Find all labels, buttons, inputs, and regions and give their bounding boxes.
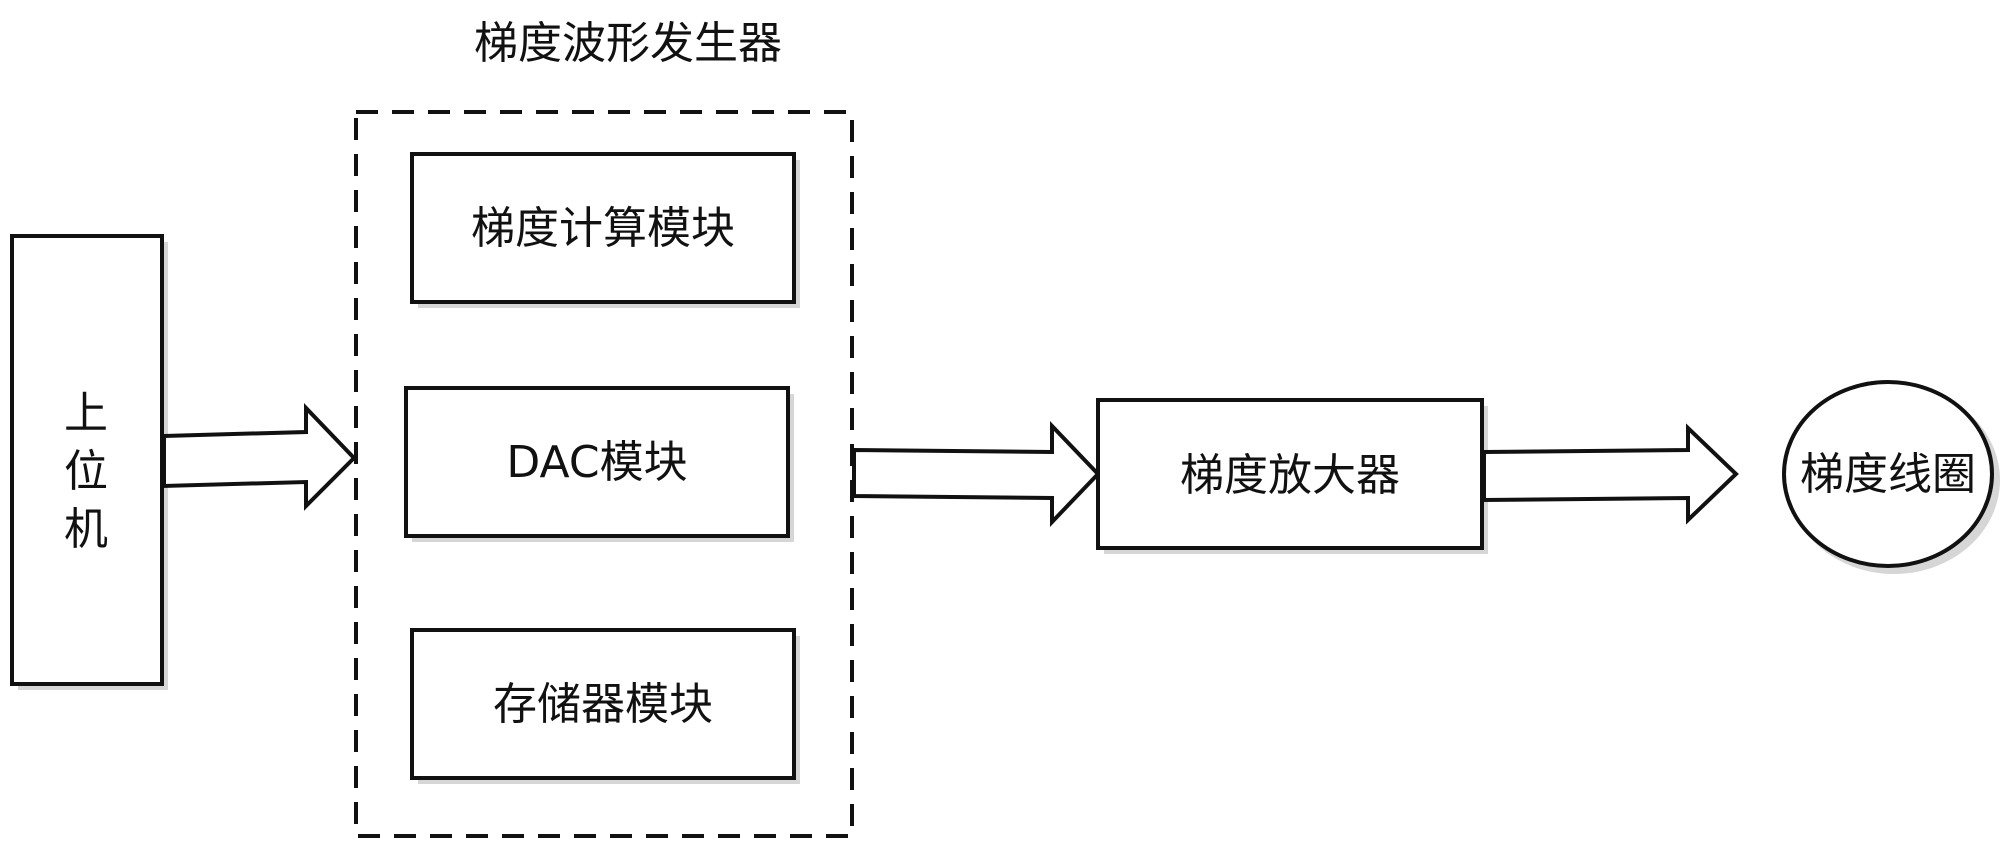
storage-module-label: 存储器模块 bbox=[493, 679, 713, 730]
arrow-host-to-generator bbox=[162, 403, 357, 511]
gradient-amplifier-box bbox=[1096, 398, 1484, 550]
arrow-amplifier-to-coil bbox=[1482, 423, 1739, 525]
gradient-waveform-generator-title: 梯度波形发生器 bbox=[474, 18, 782, 69]
gradient-amplifier-label: 梯度放大器 bbox=[1180, 450, 1400, 501]
host-computer-char-3: 机 bbox=[64, 504, 108, 555]
host-computer-char-1: 上 bbox=[64, 388, 108, 439]
gradient-coil-label: 梯度线圈 bbox=[1800, 449, 1976, 500]
dac-module-box bbox=[404, 386, 790, 538]
host-computer-box bbox=[10, 234, 164, 686]
host-computer-char-2: 位 bbox=[64, 446, 108, 497]
arrow-generator-to-amplifier bbox=[852, 421, 1101, 527]
dac-module-label: DAC模块 bbox=[506, 437, 687, 488]
gradient-calc-module-label: 梯度计算模块 bbox=[471, 203, 735, 254]
gradient-calc-module-box bbox=[410, 152, 796, 304]
storage-module-box bbox=[410, 628, 796, 780]
gradient-coil-ellipse bbox=[1782, 380, 1994, 568]
